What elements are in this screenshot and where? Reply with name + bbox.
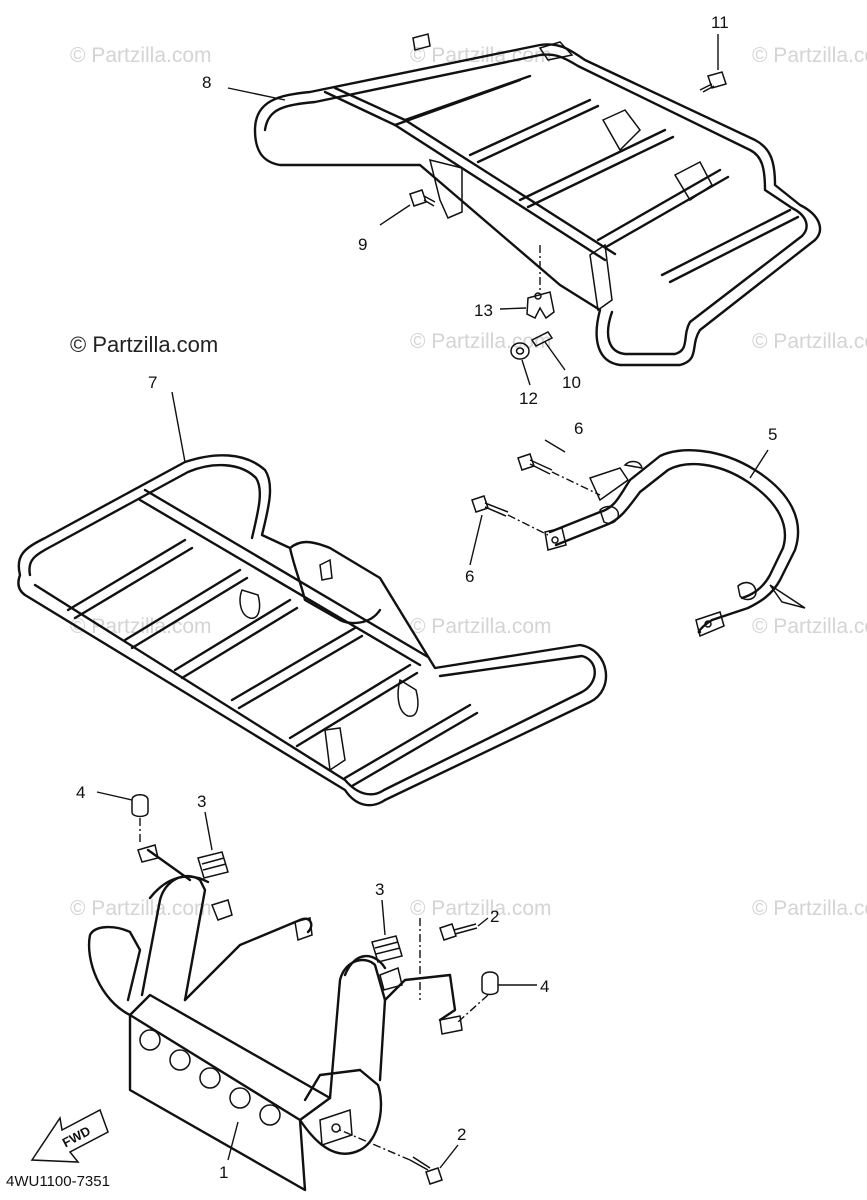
rear-bracket-part: [544, 449, 806, 638]
fwd-label: FWD: [60, 1123, 93, 1150]
callout-7: 7: [148, 373, 157, 392]
front-guard-part: [87, 844, 463, 1192]
bolt-part-9: [379, 189, 436, 226]
callout-1: 1: [219, 1163, 228, 1182]
callout-4: 4: [540, 977, 549, 996]
callout-2: 2: [457, 1125, 466, 1144]
watermark-text: © Partzilla.com: [70, 897, 212, 920]
callout-5: 5: [768, 425, 777, 444]
watermark-text: © Partzilla.com: [410, 330, 552, 353]
rear-carrier-part: [253, 33, 822, 367]
callout-3: 3: [375, 880, 384, 899]
callout-10: 10: [562, 373, 581, 392]
rubber-part-3: [197, 811, 403, 963]
watermark-text: © Partzilla.com: [70, 44, 212, 67]
watermarks: © Partzilla.com © Partzilla.com © Partzi…: [70, 44, 867, 920]
callout-12: 12: [519, 389, 538, 408]
watermark-text: © Partzilla.com: [752, 330, 867, 353]
callout-8: 8: [202, 73, 211, 92]
watermark-text: © Partzilla.com: [410, 897, 552, 920]
front-carrier-part: [17, 454, 608, 807]
watermark-text: © Partzilla.com: [410, 615, 552, 638]
diagram-code: 4WU1100-7351: [6, 1173, 110, 1190]
callout-3: 3: [197, 792, 206, 811]
watermark-text: © Partzilla.com: [752, 615, 867, 638]
bolt-part-2: [339, 917, 489, 1185]
callout-9: 9: [358, 235, 367, 254]
callout-4: 4: [76, 783, 85, 802]
watermark-text: © Partzilla.com: [752, 897, 867, 920]
cap-part-4: [96, 791, 537, 1023]
bolt-part-11: [699, 34, 727, 93]
callout-numbers: 11 8 9 13 10 12 7 6 5 6 4 3 3 2 4 2 1: [76, 13, 777, 1182]
callout-11: 11: [711, 13, 729, 32]
bolt-part-6: [469, 439, 601, 566]
callout-13: 13: [474, 301, 493, 320]
leader-line: [171, 391, 186, 463]
clip-and-pin-parts: [499, 245, 566, 386]
callout-6: 6: [465, 567, 474, 586]
callout-6: 6: [574, 419, 583, 438]
watermark-main: © Partzilla.com: [70, 332, 218, 357]
forward-arrow-icon: FWD: [30, 1108, 109, 1163]
callout-2: 2: [490, 907, 499, 926]
leader-line: [227, 87, 286, 101]
watermark-text: © Partzilla.com: [752, 44, 867, 67]
